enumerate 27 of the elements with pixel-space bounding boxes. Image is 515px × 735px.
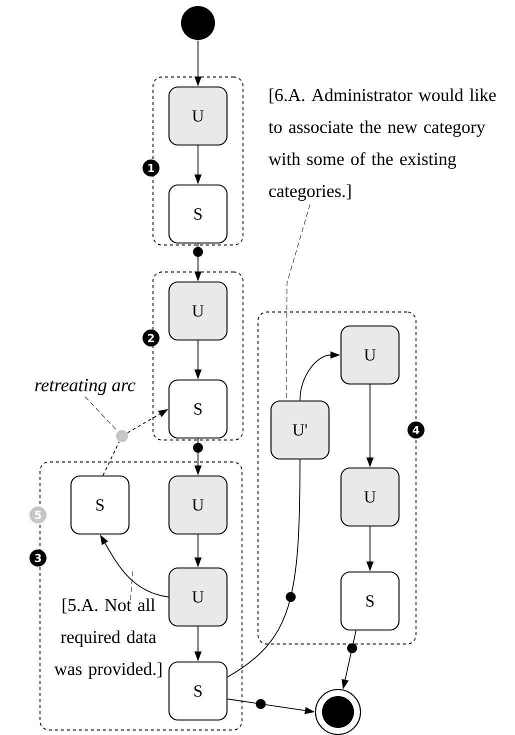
step-box: U	[340, 467, 400, 527]
node-label: 3	[34, 554, 41, 562]
junction-dot	[116, 430, 128, 442]
connector-line	[227, 459, 300, 678]
node-label: 2	[148, 334, 154, 342]
dashed-line	[102, 441, 120, 476]
leader-line	[84, 396, 118, 432]
step-box: S	[168, 184, 228, 244]
start-node	[181, 6, 215, 40]
step-box: U'	[270, 400, 330, 460]
step-box: U	[340, 325, 400, 385]
step-box: U	[168, 86, 228, 146]
callout-number: 5	[30, 506, 46, 524]
node-label: 1	[148, 164, 154, 172]
end-node	[314, 688, 362, 735]
step-box: S	[168, 661, 228, 721]
annotation-text: retreating arc	[35, 378, 136, 396]
step-box: S	[70, 475, 130, 535]
note-text: [6.A. Administrator would like to associate the new category with some of the existing categories.]	[268, 88, 496, 201]
note-text: [5.A. Not all required data was provided.]	[54, 598, 162, 679]
step-box: U	[168, 281, 228, 341]
step-box: U	[168, 567, 228, 627]
step-box: S	[340, 571, 400, 631]
leader-line	[130, 568, 134, 600]
leader-line	[286, 204, 310, 401]
step-box: S	[168, 379, 228, 439]
step-box: U	[168, 475, 228, 535]
